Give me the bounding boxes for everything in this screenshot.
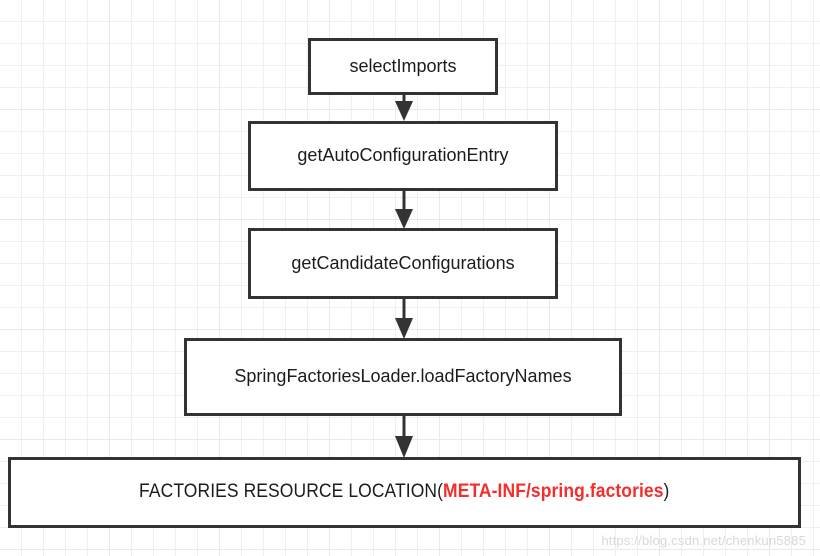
- node-get-auto-configuration-entry-label: getAutoConfigurationEntry: [297, 145, 509, 166]
- node-select-imports: selectImports: [308, 38, 498, 95]
- edge-spring-factories-loader-to-factories-resource-location: [395, 414, 413, 458]
- edge-get-candidate-configurations-to-spring-factories-loader: [395, 297, 413, 339]
- edge-select-imports-to-get-auto-configuration-entry: [395, 93, 413, 121]
- label-prefix: FACTORIES RESOURCE LOCATION(: [139, 481, 444, 503]
- node-get-candidate-configurations-label: getCandidateConfigurations: [291, 252, 515, 273]
- label-suffix: ): [663, 481, 670, 503]
- node-get-auto-configuration-entry: getAutoConfigurationEntry: [248, 121, 558, 191]
- node-get-candidate-configurations: getCandidateConfigurations: [248, 228, 558, 299]
- node-spring-factories-loader-label: SpringFactoriesLoader.loadFactoryNames: [234, 366, 572, 387]
- node-spring-factories-loader: SpringFactoriesLoader.loadFactoryNames: [184, 338, 622, 416]
- node-select-imports-label: selectImports: [349, 55, 457, 76]
- watermark: https://blog.csdn.net/chenkun5885: [601, 533, 806, 548]
- edge-get-auto-configuration-entry-to-get-candidate-configurations: [395, 189, 413, 229]
- node-factories-resource-location: FACTORIES RESOURCE LOCATION(META-INF/spr…: [8, 457, 801, 528]
- node-factories-resource-location-label: FACTORIES RESOURCE LOCATION(META-INF/spr…: [139, 481, 669, 504]
- label-highlight-meta-inf-path: META-INF/spring.factories: [443, 481, 664, 503]
